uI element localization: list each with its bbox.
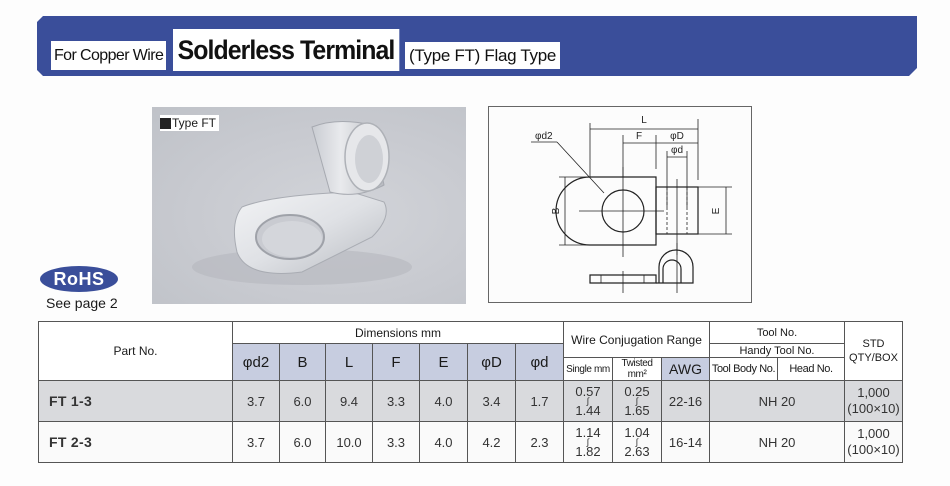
cell-B: 6.0 [279,380,326,422]
header-phid: φd [515,343,564,381]
cell-D: 4.2 [467,421,516,463]
cell-E: 4.0 [419,421,468,463]
cell-E: 4.0 [419,380,468,422]
cell-B: 6.0 [279,421,326,463]
header-awg: AWG [661,357,710,381]
category-label: For Copper Wire [51,41,167,70]
header-tool-no: Tool No. [709,321,845,344]
header-phiD: φD [467,343,516,381]
header-twisted: Twisted mm² [612,357,662,381]
dimension-diagram: L F φD φd φd2 B E [488,106,752,303]
label-phid: φd [671,145,683,156]
header-L: L [325,343,373,381]
cell-L: 10.0 [325,421,373,463]
twisted-max: 2.63 [624,443,650,459]
photo-label-text: Type FT [172,116,217,130]
qty-pack: (100×10) [847,401,900,416]
single-max: 1.44 [575,402,601,418]
cell-awg: 22-16 [661,380,710,422]
header-E: E [419,343,468,381]
square-bullet-icon [160,117,171,129]
qty: 1,000 [857,385,890,400]
cell-twisted-range: 1.04 ∫ 2.63 [612,421,662,463]
header-head-no: Head No. [777,357,845,381]
photo-label: Type FT [160,115,220,131]
range-tilde-icon: ∫ [635,436,639,447]
cell-F: 3.3 [372,380,420,422]
header-part-no: Part No. [38,321,233,381]
cell-awg: 16-14 [661,421,710,463]
terminal-photo-illustration [192,121,412,285]
cell-tool: NH 20 [709,421,845,463]
range-tilde-icon: ∫ [586,395,590,406]
single-max: 1.82 [575,443,601,459]
cell-F: 3.3 [372,421,420,463]
terminal-drawing: L F φD φd φd2 B E [531,115,732,293]
single-min: 0.57 [575,383,601,399]
cell-L: 9.4 [325,380,373,422]
rohs-note: See page 2 [46,295,118,311]
part-no: FT 1-3 [38,380,233,422]
single-min: 1.14 [575,424,601,440]
cell-qty: 1,000 (100×10) [844,380,903,422]
table-row: FT 2-3 3.7 6.0 10.0 3.3 4.0 4.2 2.3 1.14… [38,421,903,463]
label-B: B [551,207,562,214]
header-single: Single mm [563,357,613,381]
label-L: L [641,115,647,126]
qty-box-label: QTY/BOX [849,352,898,364]
page-title: Solderless Terminal [173,29,399,71]
header-F: F [372,343,420,381]
rohs-badge: RoHS [40,266,118,292]
header-B: B [279,343,326,381]
cell-D: 3.4 [467,380,516,422]
cell-single-range: 1.14 ∫ 1.82 [563,421,613,463]
part-no: FT 2-3 [38,421,233,463]
table-row: FT 1-3 3.7 6.0 9.4 3.3 4.0 3.4 1.7 0.57 … [38,380,903,422]
header-phid2: φd2 [232,343,280,381]
cell-twisted-range: 0.25 ∫ 1.65 [612,380,662,422]
qty-pack: (100×10) [847,442,900,457]
cell-qty: 1,000 (100×10) [844,421,903,463]
range-tilde-icon: ∫ [635,395,639,406]
twisted-min: 1.04 [624,424,650,440]
header-handy-tool: Handy Tool No. [709,343,845,358]
cell-d: 1.7 [515,380,564,422]
spec-table: Part No. Dimensions mm Wire Conjugation … [38,321,903,463]
label-phiD: φD [670,131,684,142]
cell-tool: NH 20 [709,380,845,422]
range-tilde-icon: ∫ [586,436,590,447]
header-tool-body: Tool Body No. [709,357,778,381]
header-std-qty: STD QTY/BOX [844,321,903,381]
twisted-max: 1.65 [624,402,650,418]
cell-single-range: 0.57 ∫ 1.44 [563,380,613,422]
cell-d2: 3.7 [232,380,280,422]
label-F: F [636,131,642,142]
label-E: E [711,207,722,214]
cell-d: 2.3 [515,421,564,463]
label-phid2: φd2 [535,131,553,142]
qty: 1,000 [857,426,890,441]
product-photo: Type FT [152,107,466,304]
twisted-min: 0.25 [624,383,650,399]
page-subtitle: (Type FT) Flag Type [405,42,561,69]
cell-d2: 3.7 [232,421,280,463]
std-label: STD [862,338,885,350]
header-wire-range: Wire Conjugation Range [563,321,710,358]
header-dimensions: Dimensions mm [232,321,564,344]
